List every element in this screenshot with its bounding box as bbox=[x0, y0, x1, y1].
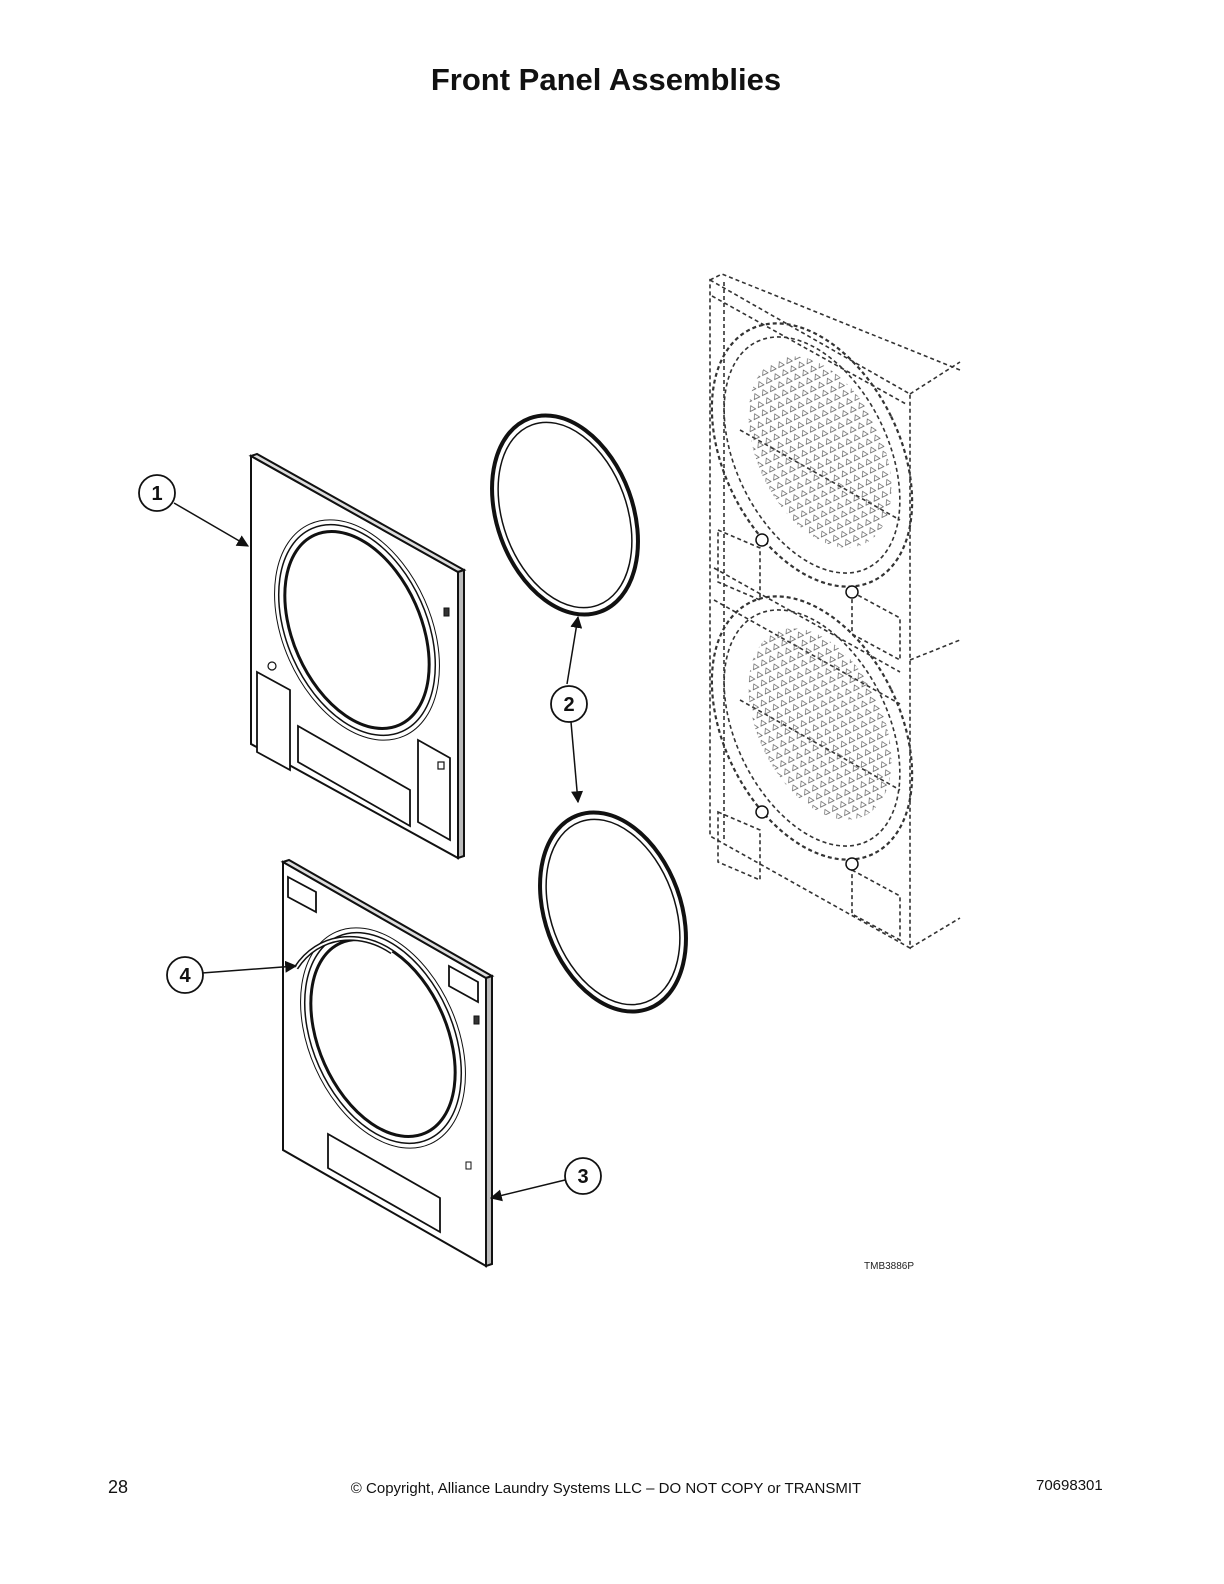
page-title: Front Panel Assemblies bbox=[430, 62, 782, 97]
callout-leaders bbox=[173, 502, 584, 1202]
door-ring-gasket bbox=[490, 413, 688, 1014]
svg-text:3: 3 bbox=[577, 1166, 588, 1188]
lower-front-panel bbox=[280, 858, 495, 1268]
perforated-drum bbox=[748, 356, 892, 820]
callout-1: 1 bbox=[138, 474, 176, 512]
svg-text:2: 2 bbox=[563, 694, 574, 716]
drawing-id: TMB3886P bbox=[864, 1261, 914, 1272]
callout-2: 2 bbox=[550, 685, 588, 723]
page-number: 28 bbox=[108, 1477, 129, 1497]
callout-4: 4 bbox=[166, 956, 204, 994]
callout-3: 3 bbox=[564, 1157, 602, 1195]
copyright-notice: © Copyright, Alliance Laundry Systems LL… bbox=[350, 1480, 862, 1497]
svg-text:4: 4 bbox=[179, 965, 191, 987]
document-number: 70698301 bbox=[1036, 1477, 1103, 1494]
hinge-bolts bbox=[755, 533, 859, 871]
upper-front-panel bbox=[248, 452, 467, 860]
svg-text:1: 1 bbox=[151, 483, 162, 505]
